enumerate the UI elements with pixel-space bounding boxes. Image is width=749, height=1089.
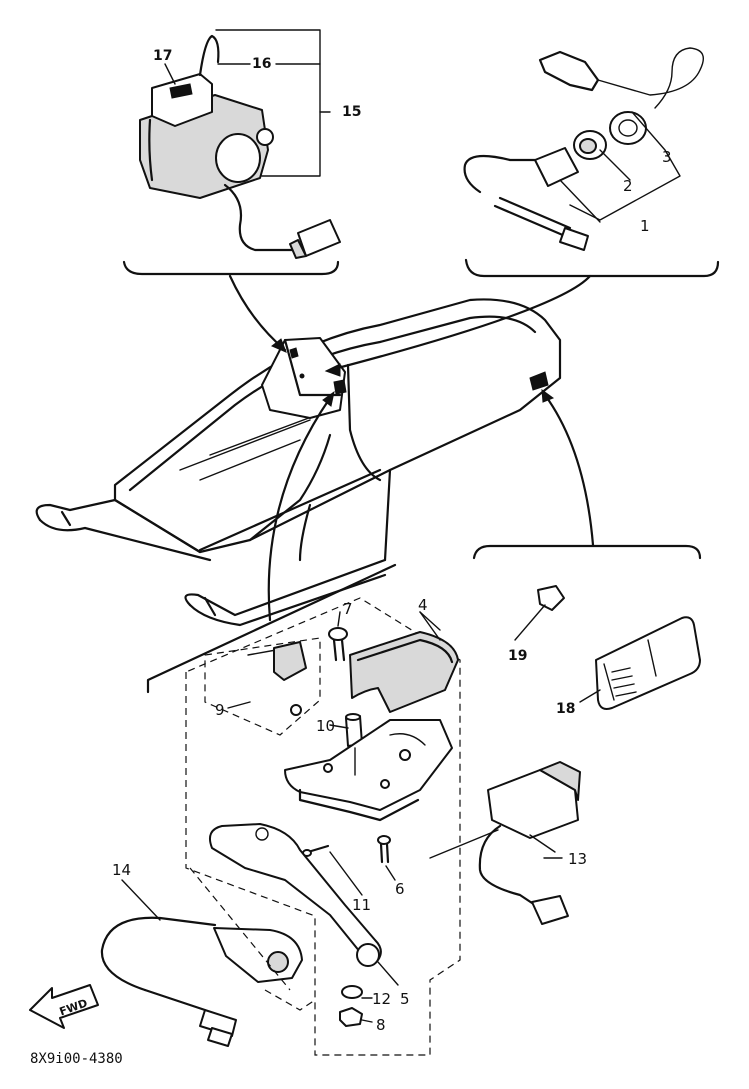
part-label-14: 14 bbox=[112, 861, 131, 879]
washer-12 bbox=[341, 985, 363, 999]
part-label-2: 2 bbox=[623, 177, 633, 195]
part-label-15: 15 bbox=[342, 104, 361, 120]
part-label-6: 6 bbox=[395, 880, 405, 898]
callout-bracket-lever bbox=[146, 563, 397, 694]
callout-arrow-reflector bbox=[543, 393, 595, 547]
part-label-4: 4 bbox=[418, 596, 428, 614]
part-label-17: 17 bbox=[153, 48, 172, 64]
subassembly-9-boundary bbox=[204, 637, 321, 736]
callout-bracket-reflector bbox=[472, 544, 702, 560]
part-label-8: 8 bbox=[376, 1016, 386, 1034]
part-label-1: 1 bbox=[640, 217, 650, 235]
part-label-9: 9 bbox=[215, 701, 225, 719]
bolt-7 bbox=[328, 627, 348, 662]
guide-line bbox=[264, 989, 316, 1011]
callout-arrow-right bbox=[328, 274, 592, 372]
part-label-11: 11 bbox=[352, 896, 371, 914]
bolt-6 bbox=[377, 835, 391, 864]
part-label-19: 19 bbox=[508, 648, 527, 664]
part-label-18: 18 bbox=[556, 701, 575, 717]
part-label-10: 10 bbox=[316, 717, 335, 735]
part-label-13: 13 bbox=[568, 850, 587, 868]
callout-bracket-right bbox=[464, 258, 720, 278]
lever-bracket bbox=[284, 719, 453, 822]
main-switch-assembly bbox=[463, 47, 704, 251]
collar-10 bbox=[345, 713, 363, 747]
guide-line bbox=[189, 867, 291, 991]
forward-direction-arrow: FWD bbox=[29, 984, 99, 1029]
part-label-5: 5 bbox=[400, 990, 410, 1008]
part-label-7: 7 bbox=[343, 600, 353, 618]
wire-harness-14 bbox=[100, 879, 303, 1047]
part-label-3: 3 bbox=[662, 148, 672, 166]
brake-lever-5 bbox=[209, 823, 382, 967]
drawing-code: 8X9i00-4380 bbox=[30, 1051, 123, 1067]
switch-9 bbox=[247, 641, 307, 716]
callout-arrow-lever bbox=[267, 396, 332, 622]
part-label-16: 16 bbox=[252, 56, 271, 72]
relay-box-assembly bbox=[139, 29, 341, 259]
callout-bracket-left bbox=[122, 260, 340, 276]
connector-13 bbox=[429, 761, 581, 925]
lever-cover bbox=[349, 631, 459, 713]
nut-8 bbox=[339, 1007, 363, 1027]
reflector-assembly bbox=[514, 585, 701, 710]
assembly-boundary bbox=[185, 597, 461, 1056]
part-label-12: 12 bbox=[372, 990, 391, 1008]
snowmobile-body bbox=[35, 298, 562, 627]
